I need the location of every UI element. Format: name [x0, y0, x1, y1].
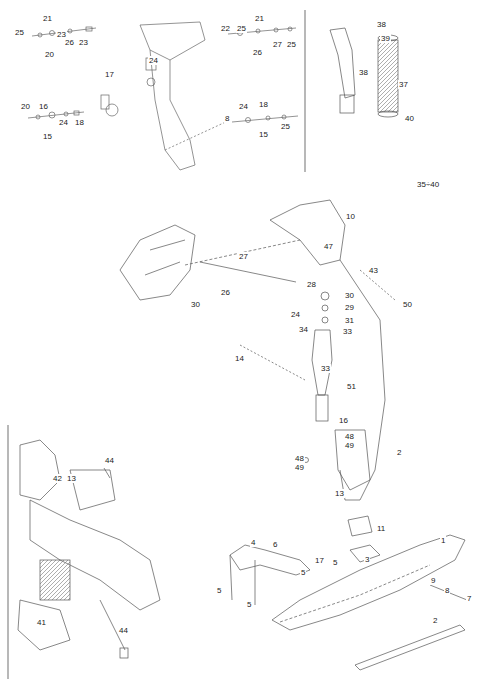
callout-number: 21 [42, 14, 53, 23]
callout-number: 31 [344, 316, 355, 325]
callout-number: 25 [286, 40, 297, 49]
callout-number: 4 [250, 538, 256, 547]
callout-number: 3 [364, 555, 370, 564]
callout-number: 22 [220, 24, 231, 33]
callout-number: 51 [346, 382, 357, 391]
callout-number: 2 [432, 616, 438, 625]
callout-number: 27 [238, 252, 249, 261]
callout-number: 48 [344, 432, 355, 441]
callout-number: 40 [404, 114, 415, 123]
callout-number: 35÷40 [416, 180, 440, 189]
callout-number: 7 [466, 594, 472, 603]
callout-number: 10 [345, 212, 356, 221]
callout-number: 37 [398, 80, 409, 89]
callout-number: 13 [66, 474, 77, 483]
callout-number: 13 [334, 489, 345, 498]
callout-number: 26 [252, 48, 263, 57]
callout-number: 50 [402, 300, 413, 309]
callout-number: 49 [344, 441, 355, 450]
callout-number: 20 [20, 102, 31, 111]
callout-number: 29 [344, 303, 355, 312]
callout-number: 8 [224, 114, 230, 123]
callout-number: 25 [14, 28, 25, 37]
callout-number: 38 [358, 68, 369, 77]
callout-number: 5 [216, 586, 222, 595]
callout-number: 24 [148, 56, 159, 65]
callout-number: 38 [376, 20, 387, 29]
callout-number: 23 [78, 38, 89, 47]
callout-number: 41 [36, 618, 47, 627]
callout-number: 20 [44, 50, 55, 59]
callout-number: 5 [332, 558, 338, 567]
callout-number: 17 [314, 556, 325, 565]
callout-number: 34 [298, 325, 309, 334]
callout-number: 1 [440, 536, 446, 545]
callout-number: 26 [64, 38, 75, 47]
callout-number: 5 [300, 568, 306, 577]
callout-number: 17 [104, 70, 115, 79]
callout-number: 16 [38, 102, 49, 111]
callout-number: 11 [376, 524, 386, 533]
callout-number: 25 [280, 122, 291, 131]
callout-number: 5 [246, 600, 252, 609]
callout-number: 14 [234, 354, 245, 363]
callout-number: 9 [430, 576, 436, 585]
callout-number: 21 [254, 14, 265, 23]
callout-number: 27 [272, 40, 283, 49]
callout-number: 39 [380, 34, 391, 43]
callout-number: 28 [306, 280, 317, 289]
callout-number: 33 [342, 327, 353, 336]
callout-number: 25 [236, 24, 247, 33]
callout-number: 24 [58, 118, 69, 127]
callout-number: 18 [74, 118, 85, 127]
callout-number: 8 [444, 586, 450, 595]
callout-number: 2 [396, 448, 402, 457]
callout-number: 30 [190, 300, 201, 309]
callout-number: 43 [368, 266, 379, 275]
callout-number: 24 [290, 310, 301, 319]
callout-number: 47 [323, 242, 334, 251]
callout-number: 42 [52, 474, 63, 483]
callout-number: 24 [238, 102, 249, 111]
callout-number: 33 [320, 364, 331, 373]
callout-number: 44 [118, 626, 129, 635]
callout-number: 15 [42, 132, 53, 141]
callout-number: 18 [258, 100, 269, 109]
callout-number: 26 [220, 288, 231, 297]
callout-number: 44 [104, 456, 115, 465]
callout-number: 30 [344, 291, 355, 300]
callout-number: 49 [294, 463, 305, 472]
callout-number: 6 [272, 540, 278, 549]
callout-number: 16 [338, 416, 349, 425]
callout-number: 48 [294, 454, 305, 463]
callout-number: 15 [258, 130, 269, 139]
